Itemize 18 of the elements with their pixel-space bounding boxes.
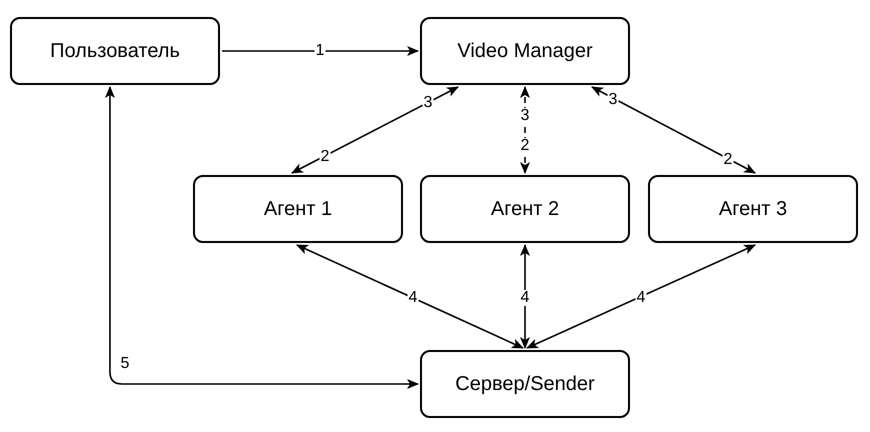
double-arrow: [520, 86, 530, 174]
process-box: Агент 3: [648, 175, 858, 243]
double-arrow: [526, 244, 756, 349]
process-box: Сервер/Sender: [420, 350, 630, 418]
edge-label: 2: [520, 138, 530, 154]
step-number: 3: [520, 108, 530, 124]
double-arrow: [520, 244, 530, 349]
double-arrow: [291, 86, 459, 174]
process-box: Агент 2: [420, 175, 630, 243]
double-arrow: [296, 244, 524, 349]
edge-label: 5: [120, 356, 130, 372]
process-box: Video Manager: [420, 17, 630, 85]
arrow: [222, 46, 419, 56]
process-box: Агент 1: [193, 175, 403, 243]
double-arrow: [104, 86, 419, 389]
edge-label: 4: [520, 290, 530, 306]
double-arrow: [591, 86, 756, 174]
process-box: Пользователь: [10, 17, 220, 85]
